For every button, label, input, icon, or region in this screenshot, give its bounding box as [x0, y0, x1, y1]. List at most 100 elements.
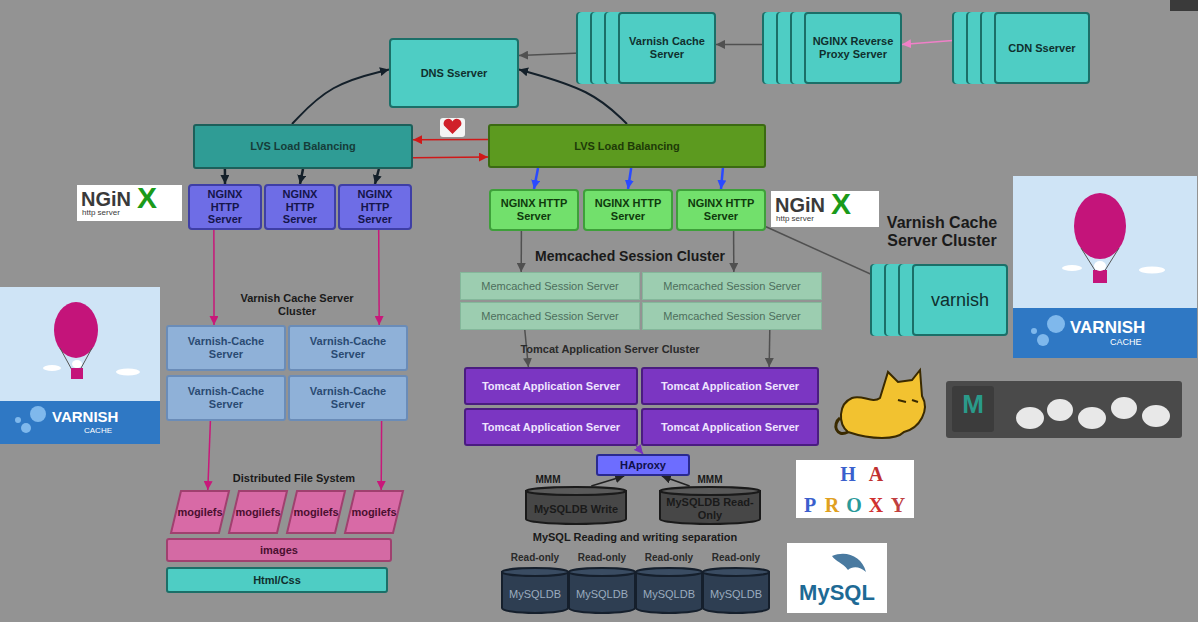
database-cylinder: MySQLDB Read-Only: [659, 486, 761, 524]
node-text: NGINX Reverse Proxy Server: [810, 35, 896, 60]
server-box: NGINX HTTP Server: [676, 189, 766, 231]
node-text: MySQLDB: [509, 588, 561, 601]
node-text: CDN Sserver: [1008, 42, 1075, 55]
database-cylinder: MySQLDB: [568, 567, 636, 613]
nginx-logo-part: [77, 185, 182, 221]
parallelogram: [287, 491, 345, 533]
node-text: Tomcat Application Server: [661, 380, 799, 393]
heart-icon: [440, 118, 465, 137]
connector: [413, 156, 488, 158]
app-box: Tomcat Application Server: [641, 367, 819, 405]
parallelogram: [345, 491, 403, 533]
app-box: Tomcat Application Server: [464, 408, 638, 446]
group-heading: Varnish Cache Server Cluster: [868, 214, 1016, 251]
memcached-logo-part: [1016, 407, 1044, 429]
node-text: HAproxy: [620, 459, 666, 472]
node-text: Varnish Cache Server: [624, 35, 710, 60]
balancer-box: LVS Load Balancing: [488, 124, 766, 168]
node-text: NGINX HTTP Server: [194, 188, 256, 226]
logo-text: VARNISH: [1070, 318, 1190, 338]
varnish-logo-part: [0, 401, 160, 444]
logo-text: VARNISH: [52, 408, 156, 425]
db-role-label: Read-only: [702, 552, 770, 564]
varnish-logo-part: [1094, 261, 1106, 271]
mysql-logo: [787, 543, 887, 613]
varnish-logo-part: [1047, 315, 1065, 333]
logo-letter: H: [836, 463, 860, 486]
varnish-logo-part: [0, 287, 160, 444]
cylinder-body: [703, 572, 769, 613]
connector: [902, 37, 994, 44]
app-box: Tomcat Application Server: [464, 367, 638, 405]
connector: [213, 230, 215, 325]
cylinder-top: [526, 487, 626, 495]
cylinder-top: [660, 487, 760, 495]
tomcat-logo: [836, 370, 925, 438]
database-cylinder: MySQLDB: [635, 567, 703, 613]
varnish-logo-part: [21, 423, 31, 433]
database-cylinder: MySQLDB Write: [525, 486, 627, 524]
node-text: mogilefs: [235, 506, 280, 519]
storage-box: mogilefs: [228, 490, 288, 534]
cylinder-body: [569, 572, 635, 613]
connector: [224, 169, 227, 184]
node-text: Tomcat Application Server: [482, 380, 620, 393]
server-box: NGINX HTTP Server: [188, 184, 262, 230]
node-text: Varnish-Cache Server: [294, 385, 402, 410]
db-role-label: Read-only: [635, 552, 703, 564]
node-text: NGINX HTTP Server: [589, 197, 667, 222]
varnish-logo-part: [43, 365, 61, 371]
storage-box: mogilefs: [170, 490, 230, 534]
node-text: LVS Load Balancing: [250, 140, 356, 153]
node-text: MySQLDB: [643, 588, 695, 601]
node-text: NGINX HTTP Server: [270, 188, 330, 226]
node-text: Memcached Session Server: [663, 280, 801, 293]
server-box: NGINX HTTP Server: [338, 184, 412, 230]
cache-stack: varnish: [912, 264, 1008, 336]
balancer-box: LVS Load Balancing: [193, 124, 413, 169]
connector: [534, 168, 538, 189]
connector: [591, 476, 624, 486]
varnish-logo-part: [1013, 308, 1197, 358]
node-text: NGINX HTTP Server: [682, 197, 760, 222]
varnish-logo-part: [1037, 334, 1049, 346]
node-text: LVS Load Balancing: [574, 140, 680, 153]
node-text: varnish: [931, 290, 989, 311]
connector: [380, 421, 382, 490]
memcached-logo: [946, 381, 1182, 438]
memcached-logo-part: [946, 381, 1182, 438]
mysql-logo-part: [832, 554, 866, 572]
server-stack: CDN Sserver: [994, 12, 1090, 84]
node-text: MySQLDB: [710, 588, 762, 601]
varnish-logo-part: [1062, 265, 1082, 271]
varnish-logo-part: [15, 417, 21, 423]
cylinder-body: [636, 572, 702, 613]
haproxy-logo: [796, 460, 914, 518]
tomcat-logo-part: [898, 400, 918, 402]
database-cylinder: MySQLDB: [702, 567, 770, 613]
varnish-logo-part: [71, 368, 83, 379]
storage-band: images: [166, 538, 392, 562]
varnish-logo-part: [60, 348, 92, 370]
memcached-logo-part: [952, 386, 994, 432]
cache-box: Varnish-Cache Server: [288, 325, 408, 371]
session-box: Memcached Session Server: [460, 272, 640, 300]
node-text: Varnish-Cache Server: [172, 335, 280, 360]
node-text: Memcached Session Server: [481, 310, 619, 323]
node-text: Varnish-Cache Server: [172, 385, 280, 410]
database-cylinder: MySQLDB: [501, 567, 569, 613]
connector: [721, 168, 723, 189]
replication-label: MMM: [528, 474, 568, 486]
node-text: mogilefs: [293, 506, 338, 519]
varnish-logo-part: [1093, 270, 1107, 283]
logo-text: CACHE: [1110, 337, 1170, 347]
memcached-logo-part: [1078, 407, 1106, 429]
mysql-logo-part: [787, 543, 887, 613]
logo-letter: Y: [888, 494, 908, 517]
node-text: NGINX HTTP Server: [344, 188, 406, 226]
heart-icon-part: [444, 119, 462, 134]
group-heading: Distributed File System: [226, 472, 362, 485]
db-role-label: Read-only: [501, 552, 569, 564]
connector: [636, 446, 643, 454]
